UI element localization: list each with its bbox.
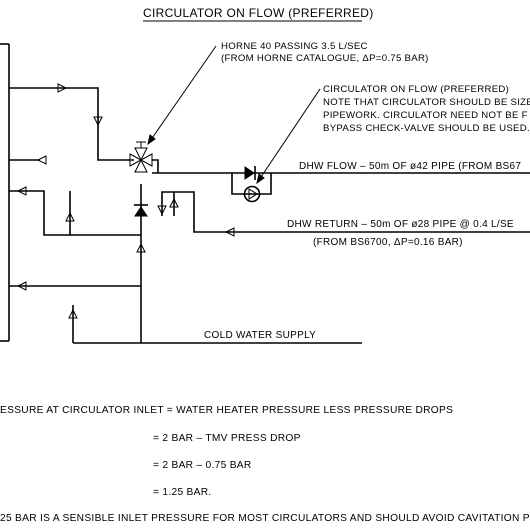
hot-outlet-pipe [9,87,134,161]
calc-line1: ESSURE AT CIRCULATOR INLET = WATER HEATE… [0,405,453,416]
circulator-pump [231,173,272,203]
flow-arrow-left-dhw-return [224,227,235,237]
flow-arrow-up-return [65,211,75,222]
horne-leader-line [147,45,217,145]
cold-water-supply-label: COLD WATER SUPPLY [204,330,316,341]
dhw-flow-label: DHW FLOW – 50m OF ø42 PIPE (FROM BS67 [299,161,521,172]
bypass-check-valve-icon [244,166,256,180]
dhw-return-label-line2: (FROM BS6700, ΔP=0.16 BAR) [313,237,463,248]
calc-line2: = 2 BAR – TMV PRESS DROP [153,433,301,444]
circulator-leader-arrow [256,173,265,185]
flow-arrow-down-return-tee [157,205,167,216]
tmv-valve [129,141,153,173]
return-to-heater-pipe [9,190,141,236]
dhw-return-label-line1: DHW RETURN – 50m OF ø28 PIPE @ 0.4 L/SE [287,219,514,230]
circulator-note-line4: BYPASS CHECK-VALVE SHOULD BE USED. [323,123,530,134]
circulator-note-line1: CIRCULATOR ON FLOW (PREFERRED) [323,84,509,95]
calc-line4: = 1.25 BAR. [153,487,212,498]
mixed-outlet-pipe [152,159,159,173]
circulator-note-line2: NOTE THAT CIRCULATOR SHOULD BE SIZE [323,97,530,108]
check-valve-icon [134,204,148,217]
flow-arrow-right [57,83,68,93]
horne-note-line1: HORNE 40 PASSING 3.5 L/SEC [221,41,368,52]
horne-leader-arrow [147,134,156,146]
circulator-leader-line [256,88,321,184]
flow-arrow-down [93,116,103,127]
flow-arrow-up-supply [68,308,78,319]
circulator-note-line3: PIPEWORK. CIRCULATOR NEED NOT BE F [323,110,528,121]
diagram-title: CIRCULATOR ON FLOW (PREFERRED) [143,6,374,20]
flow-arrow-up-riser [136,242,146,253]
flow-arrow-left-upper [36,155,47,165]
dhw-return-pipe [161,191,530,233]
flow-arrow-left-return [16,186,27,196]
horne-note-line2: (FROM HORNE CATALOGUE, ΔP=0.75 BAR) [221,53,429,64]
calc-line3: = 2 BAR – 0.75 BAR [153,460,252,471]
flow-arrow-left-cold [16,281,27,291]
flow-arrow-up-return-tee [169,197,179,208]
calc-line5: 25 BAR IS A SENSIBLE INLET PRESSURE FOR … [0,513,530,524]
